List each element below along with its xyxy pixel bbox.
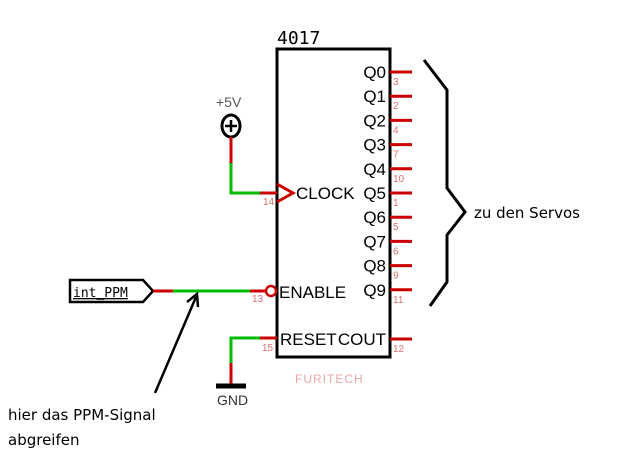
pin-number: 14 <box>263 197 275 208</box>
net-label-text: int_PPM <box>73 286 128 301</box>
pin-number: 11 <box>393 295 404 306</box>
pin-name: COUT <box>338 330 386 349</box>
pin-name: Q9 <box>363 281 386 300</box>
pin-name: Q2 <box>363 111 386 130</box>
pin-name: Q0 <box>363 63 386 82</box>
pin-name: Q4 <box>363 160 386 179</box>
pin-name: Q3 <box>363 136 386 155</box>
pin-name: Q8 <box>363 257 386 276</box>
pin-number: 4 <box>393 125 399 136</box>
pin-cout[interactable]: COUT 12 <box>338 330 412 355</box>
pin-name: RESET <box>280 330 337 349</box>
chip-body[interactable] <box>275 47 392 359</box>
servos-annotation: zu den Servos <box>474 204 580 222</box>
pin-name: ENABLE <box>279 283 346 302</box>
pin-q8[interactable]: Q8 9 <box>363 257 412 282</box>
ppm-annotation-line2: abgreifen <box>8 431 79 449</box>
pin-reset[interactable]: RESET 15 <box>260 330 337 354</box>
pin-name: Q6 <box>363 208 386 227</box>
pin-q1[interactable]: Q1 2 <box>363 87 412 112</box>
supply-label: +5V <box>216 94 242 110</box>
inversion-bubble-icon <box>264 284 278 298</box>
pin-q9[interactable]: Q9 11 <box>363 281 412 306</box>
clock-triangle-icon <box>276 182 297 204</box>
pin-number: 9 <box>393 271 399 282</box>
pin-q6[interactable]: Q6 5 <box>363 208 412 233</box>
pin-number: 12 <box>393 344 405 355</box>
pin-number: 3 <box>393 77 399 88</box>
pin-number: 10 <box>393 174 405 185</box>
pin-number: 5 <box>393 222 399 233</box>
wire-clock[interactable] <box>229 163 260 195</box>
pin-q0[interactable]: Q0 3 <box>363 63 412 88</box>
wire-reset[interactable] <box>229 336 260 363</box>
curly-brace-icon <box>422 59 467 307</box>
pin-number: 15 <box>262 343 274 354</box>
pin-number: 2 <box>393 101 399 112</box>
watermark: FURITECH <box>295 372 364 386</box>
pin-name: Q5 <box>363 184 386 203</box>
pin-enable[interactable]: ENABLE 13 <box>250 283 346 305</box>
pin-clock[interactable]: CLOCK 14 <box>260 182 355 208</box>
ground-label: GND <box>217 392 248 408</box>
ppm-arrow-icon <box>153 291 200 394</box>
pin-number: 7 <box>393 150 399 161</box>
ppm-annotation-line1: hier das PPM-Signal <box>8 406 156 424</box>
pin-name: CLOCK <box>296 184 355 203</box>
pin-name: Q1 <box>363 87 386 106</box>
pin-number: 6 <box>393 246 399 257</box>
pin-q7[interactable]: Q7 6 <box>363 232 412 257</box>
pin-q3[interactable]: Q3 7 <box>363 136 412 161</box>
net-label-shape <box>68 278 155 304</box>
pin-number: 1 <box>393 198 399 209</box>
pin-q2[interactable]: Q2 4 <box>363 111 412 136</box>
pin-number: 13 <box>252 294 264 305</box>
chip-name: 4017 <box>277 28 320 49</box>
pin-q4[interactable]: Q4 10 <box>363 160 412 185</box>
pin-q5[interactable]: Q5 1 <box>363 184 412 209</box>
pin-name: Q7 <box>363 232 386 251</box>
net-label-int-ppm[interactable]: int_PPM <box>68 278 155 304</box>
power-supply-5v[interactable]: +5V <box>216 94 242 163</box>
ground-symbol[interactable]: GND <box>216 363 248 408</box>
